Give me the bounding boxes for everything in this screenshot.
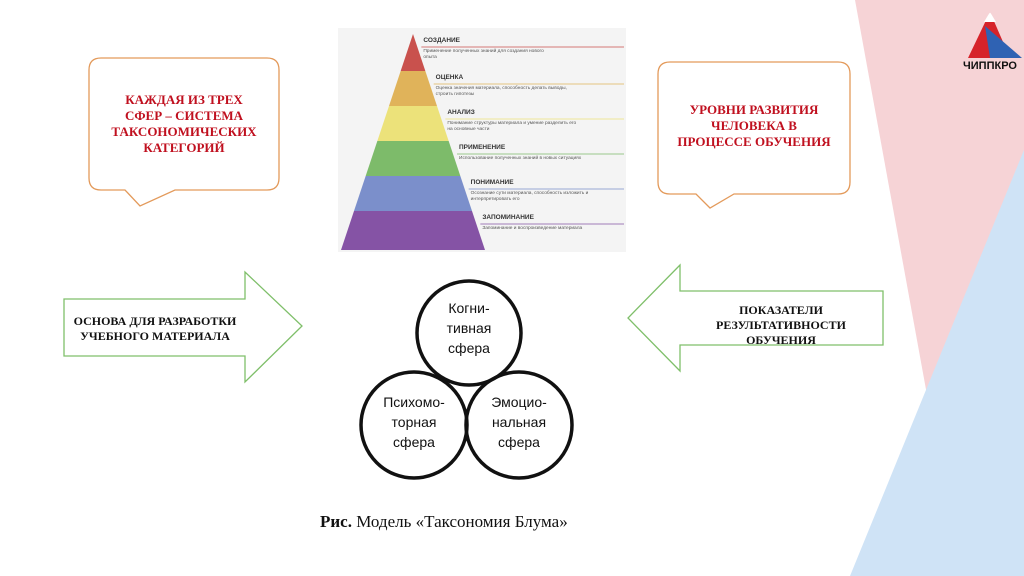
pyramid-level [354,176,472,211]
pyramid-level-description: Применение полученных знаний для создани… [423,49,544,60]
pyramid-level-description: Запоминание и воспроизведение материала [482,226,583,231]
callout-left-box [88,57,280,207]
circle-emotional [464,370,574,480]
arrow-left-block [63,270,303,384]
mountain-logo-icon [968,12,1022,58]
sphere-label-cognitive: Когни- тивная сфера [421,298,517,358]
pyramid-level-description: Использование полученных знаний в новых … [459,156,582,161]
sphere-cognitive-line: Когни- [448,300,490,316]
pyramid-level [377,106,449,141]
pyramid-level-title: СОЗДАНИЕ [423,37,461,44]
sphere-emotional-line: Эмоцио- [491,394,547,410]
blue-background-shape [850,150,1024,576]
pyramid-level-title: ОЦЕНКА [435,74,464,81]
arrow-left-text: ОСНОВА ДЛЯ РАЗРАБОТКИ УЧЕБНОГО МАТЕРИАЛА [73,314,237,343]
sphere-emotional-line: нальная [491,414,547,430]
pyramid-level [389,71,437,106]
pyramid-level-description: Оценка значения материала, способность д… [435,86,567,97]
pyramid-level [365,141,461,176]
pyramid-level-title: АНАЛИЗ [447,109,475,116]
pyramid-level-title: ПОНИМАНИЕ [470,179,514,186]
circle-cognitive [415,279,523,387]
pyramid-figure: СОЗДАНИЕ Применение полученных знаний для… [338,28,626,252]
caption-prefix: Рис. [320,512,352,531]
pyramid-level-description: Осознание сути материала, способность из… [470,191,589,202]
pyramid-level-title: ПРИМЕНЕНИЕ [459,144,506,151]
arrow-right-block [627,263,884,373]
callout-left-text: КАЖДАЯ ИЗ ТРЕХ СФЕР – СИСТЕМА ТАКСОНОМИЧ… [111,92,257,155]
callout-right-text: УРОВНИ РАЗВИТИЯ ЧЕЛОВЕКА В ПРОЦЕССЕ ОБУЧ… [677,102,831,149]
pyramid-level [400,34,426,71]
sphere-psychomotor-line: торная [391,414,437,430]
pyramid-level [341,211,485,250]
pyramid-level-description: Понимание структуры материала и умение р… [447,121,577,132]
callout-right-box [657,61,851,209]
sphere-psychomotor-line: Психомо- [383,394,445,410]
sphere-cognitive-line: сфера [448,340,490,356]
sphere-psychomotor-line: сфера [393,434,435,450]
sphere-label-psychomotor: Психомо- торная сфера [366,392,462,452]
venn-diagram [359,279,574,480]
figure-caption: Рис. Модель «Таксономия Блума» [320,512,620,532]
logo-text: ЧИППКРО [963,60,1017,72]
pyramid-level-title: ЗАПОМИНАНИЕ [482,214,534,221]
sphere-label-emotional: Эмоцио- нальная сфера [471,392,567,452]
caption-text: Модель «Таксономия Блума» [351,512,568,531]
pyramid-svg [341,34,624,250]
sphere-cognitive-line: тивная [446,320,492,336]
sphere-emotional-line: сфера [498,434,540,450]
arrow-right-text: ПОКАЗАТЕЛИ РЕЗУЛЬТАТИВНОСТИ ОБУЧЕНИЯ [716,303,846,347]
